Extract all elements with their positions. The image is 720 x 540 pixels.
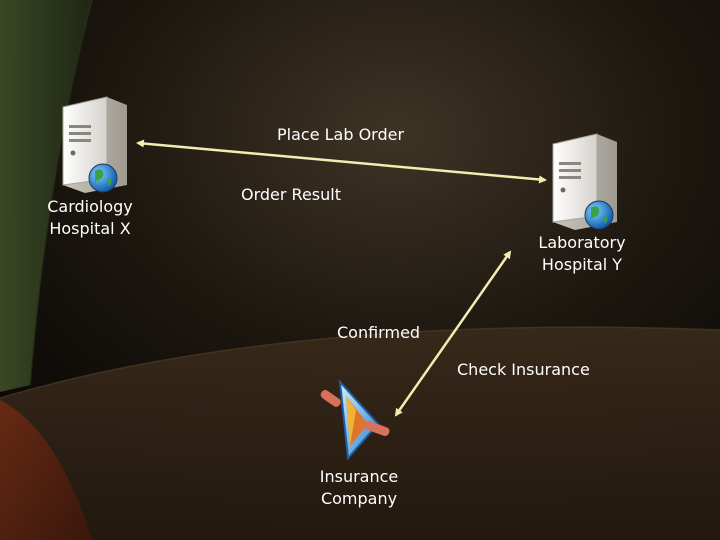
cardiology-hospital-label: Cardiology Hospital X bbox=[40, 196, 140, 240]
confirmed-label: Confirmed bbox=[337, 323, 421, 342]
laboratory-hospital-label: Laboratory Hospital Y bbox=[527, 232, 637, 276]
insurance-label-line2: Company bbox=[320, 489, 398, 508]
cardiology-server-icon bbox=[62, 96, 127, 193]
place-lab-order-label: Place Lab Order bbox=[277, 125, 405, 144]
cardiology-label-line1: Cardiology bbox=[47, 197, 133, 216]
laboratory-label-line2: Hospital Y bbox=[541, 255, 623, 274]
insurance-label-line1: Insurance bbox=[319, 467, 399, 486]
connector-cardiology-laboratory bbox=[136, 139, 547, 184]
check-insurance-label: Check Insurance bbox=[457, 360, 590, 379]
cardiology-label-line2: Hospital X bbox=[49, 219, 131, 238]
laboratory-label-line1: Laboratory bbox=[538, 233, 626, 252]
laboratory-server-icon bbox=[552, 133, 617, 230]
connector-laboratory-insurance bbox=[394, 250, 512, 417]
insurance-company-label: Insurance Company bbox=[304, 466, 414, 510]
insurance-company-icon bbox=[320, 379, 390, 461]
order-result-label: Order Result bbox=[241, 185, 341, 204]
